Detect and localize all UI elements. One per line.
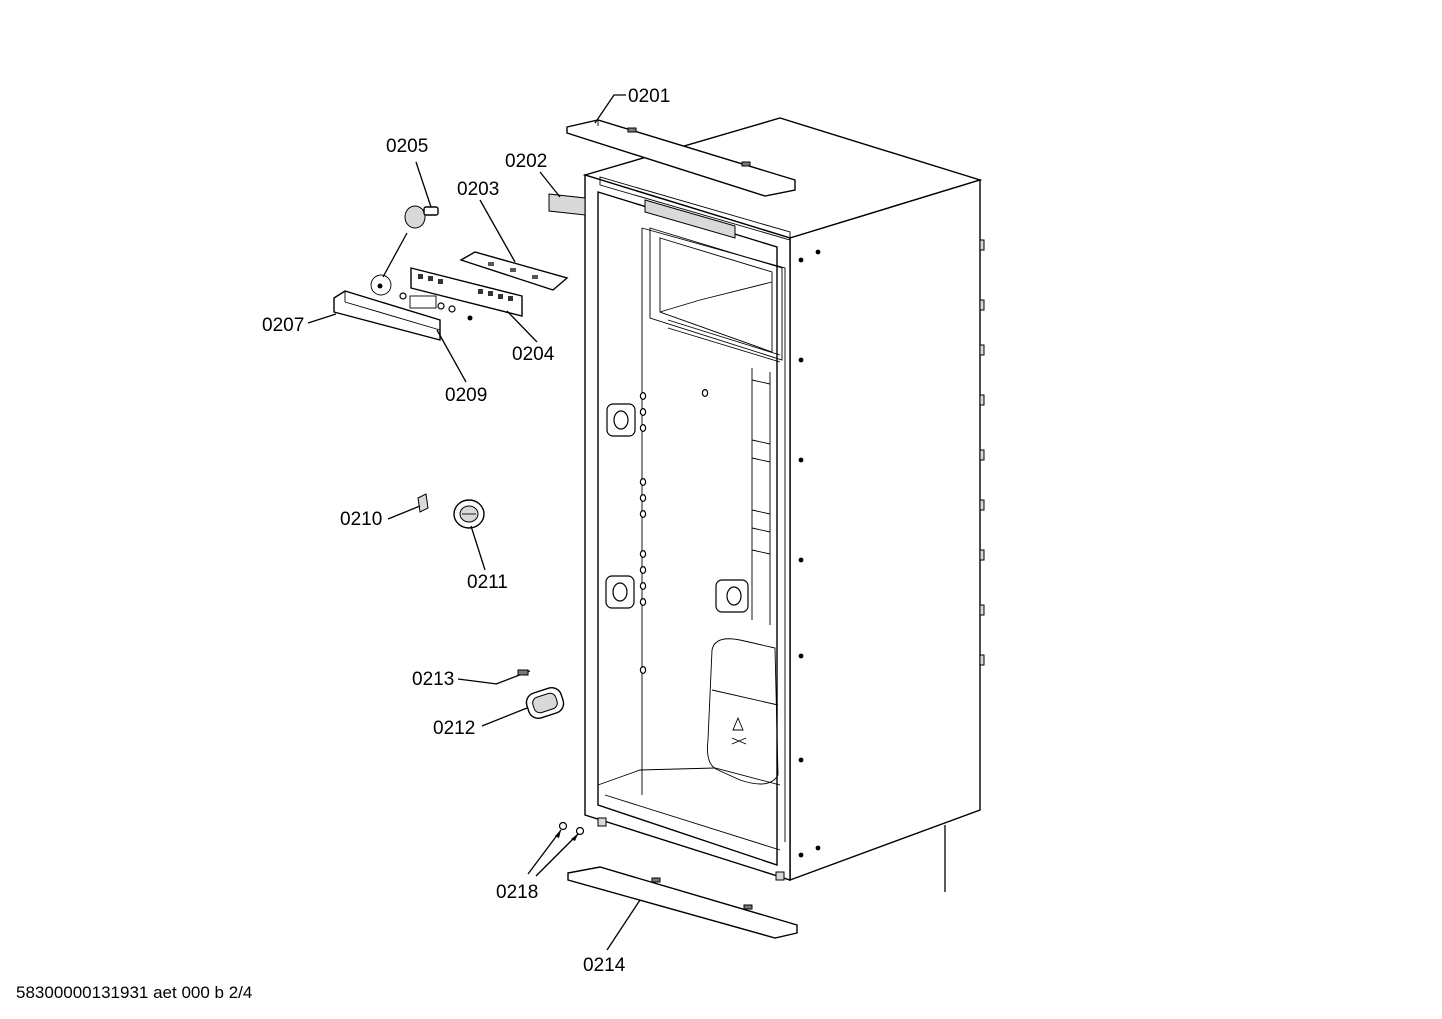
part-0218-screws xyxy=(558,821,585,836)
cabinet-drawing xyxy=(582,117,985,892)
label-0213: 0213 xyxy=(412,669,454,690)
part-0202-panel xyxy=(548,193,586,216)
part-0201-top-cover xyxy=(566,119,796,197)
label-0205: 0205 xyxy=(386,136,428,157)
label-0204: 0204 xyxy=(512,344,555,365)
label-0212: 0212 xyxy=(433,718,475,739)
label-0207: 0207 xyxy=(262,315,304,336)
part-0212-lamp-housing xyxy=(525,686,565,720)
part-0205-knob xyxy=(370,205,439,296)
label-0203: 0203 xyxy=(457,179,499,200)
label-0214: 0214 xyxy=(583,955,626,976)
label-0202: 0202 xyxy=(505,151,547,172)
part-0214-bottom-cover xyxy=(567,866,798,939)
label-0209: 0209 xyxy=(445,385,487,406)
leader-lines xyxy=(307,94,641,951)
part-0213-wire xyxy=(495,669,531,685)
label-0210: 0210 xyxy=(340,509,382,530)
label-0211: 0211 xyxy=(467,572,508,593)
part-0204-control-panel xyxy=(399,267,523,321)
label-0218: 0218 xyxy=(496,882,538,903)
drawing-code: 58300000131931 aet 000 b 2/4 xyxy=(16,983,252,1002)
leader-arrowheads xyxy=(555,830,578,841)
part-0207-handle-strip xyxy=(333,290,441,341)
part-0210-clip xyxy=(417,493,429,513)
callout-labels: 0201 0202 0203 0204 0205 0207 0209 0210 … xyxy=(262,86,670,976)
part-0211-lamp-cover xyxy=(453,499,485,529)
label-0201: 0201 xyxy=(628,86,670,107)
part-0203-circuit-board xyxy=(459,251,569,291)
